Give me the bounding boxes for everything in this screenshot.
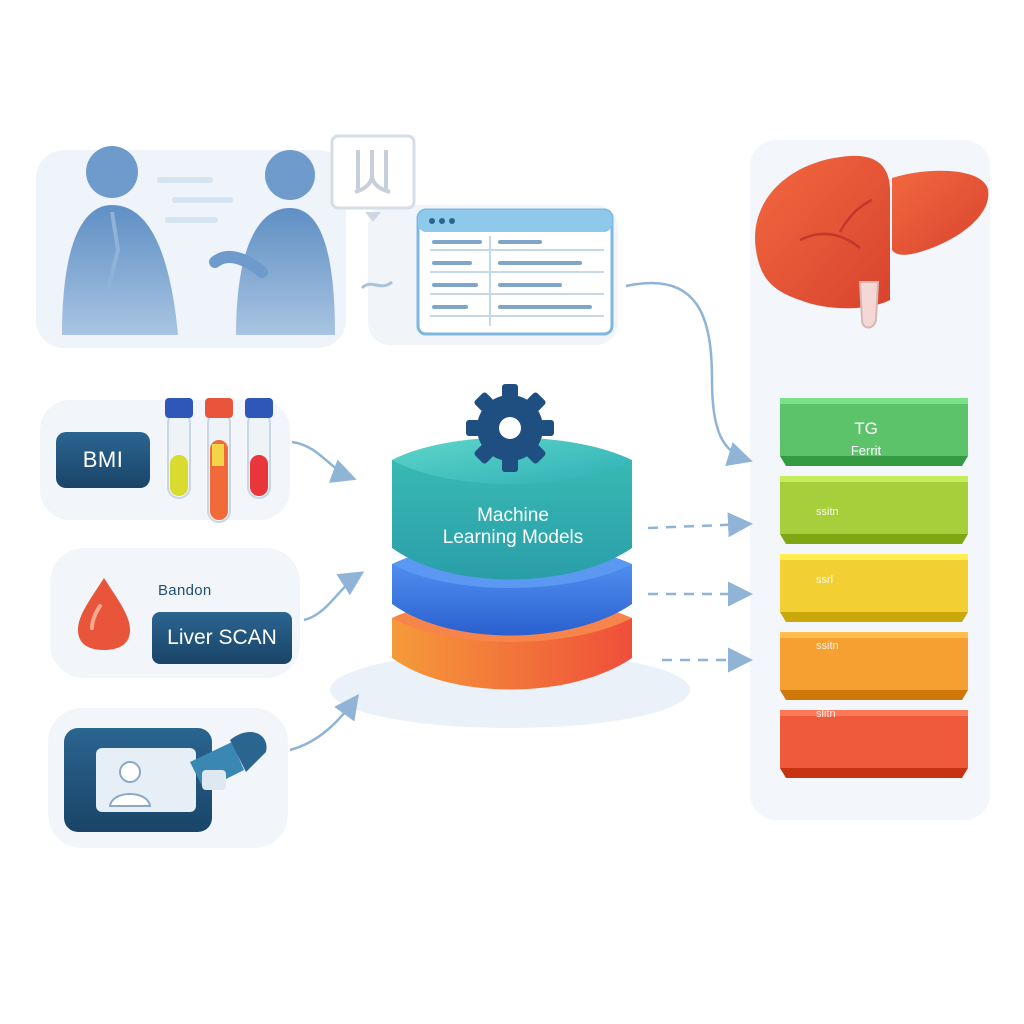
output-tier-face bbox=[780, 632, 968, 690]
output-tier-1 bbox=[780, 398, 968, 466]
tier-2-label: ssitn bbox=[816, 506, 839, 518]
tier-3-label: ssrl bbox=[816, 574, 834, 586]
tier-1-label-line1: TG bbox=[854, 419, 878, 438]
records-output-arrow bbox=[625, 281, 753, 467]
output-tier-4 bbox=[780, 632, 968, 700]
output-tier-edge bbox=[780, 690, 968, 700]
model-layer-top bbox=[392, 437, 632, 580]
output-tier-face bbox=[780, 476, 968, 534]
output-tier-3 bbox=[780, 554, 968, 622]
scan-arrow bbox=[303, 571, 365, 622]
blood-panel-label: Bandon bbox=[158, 582, 212, 599]
bmi-badge bbox=[56, 432, 150, 488]
output-arrow-1 bbox=[647, 512, 753, 538]
test-tubes-icon bbox=[165, 398, 273, 523]
output-tier-face bbox=[780, 398, 968, 456]
bmi-label: BMI bbox=[82, 447, 124, 472]
output-tier-face bbox=[780, 554, 968, 612]
liver-scan-badge bbox=[152, 612, 292, 664]
liver-scan-label: Liver SCAN bbox=[167, 626, 277, 649]
ultrasound-device-icon bbox=[64, 728, 267, 832]
output-tier-edge bbox=[780, 612, 968, 622]
output-tier-highlight bbox=[780, 398, 968, 404]
output-tier-highlight bbox=[780, 476, 968, 482]
output-tier-face bbox=[780, 710, 968, 768]
bmi-arrow bbox=[291, 440, 357, 483]
output-tier-edge bbox=[780, 534, 968, 544]
output-tier-highlight bbox=[780, 554, 968, 560]
model-title-line1: Machine bbox=[477, 505, 549, 526]
tier-1-label-line2: Ferrit bbox=[850, 443, 882, 458]
output-tiers bbox=[780, 398, 968, 778]
output-tier-2 bbox=[780, 476, 968, 544]
tier-1-label: TG Ferrit bbox=[836, 418, 896, 462]
output-tier-5 bbox=[780, 710, 968, 778]
model-title: Machine Learning Models bbox=[408, 505, 618, 549]
output-tier-highlight bbox=[780, 710, 968, 716]
model-title-line2: Learning Models bbox=[442, 527, 584, 548]
doctor-patient-icon bbox=[62, 146, 335, 335]
tier-4-label: ssitn bbox=[816, 640, 839, 652]
output-tier-highlight bbox=[780, 632, 968, 638]
ultrasound-arrow bbox=[289, 693, 359, 752]
records-table-icon bbox=[416, 208, 614, 336]
xray-icon bbox=[330, 134, 416, 222]
output-tier-edge bbox=[780, 456, 968, 466]
output-tier-edge bbox=[780, 768, 968, 778]
gear-icon bbox=[466, 384, 554, 472]
blood-drop-icon bbox=[78, 578, 130, 650]
tier-5-label: slitn bbox=[816, 708, 836, 720]
records-connector bbox=[360, 280, 393, 290]
liver-icon bbox=[755, 155, 989, 329]
